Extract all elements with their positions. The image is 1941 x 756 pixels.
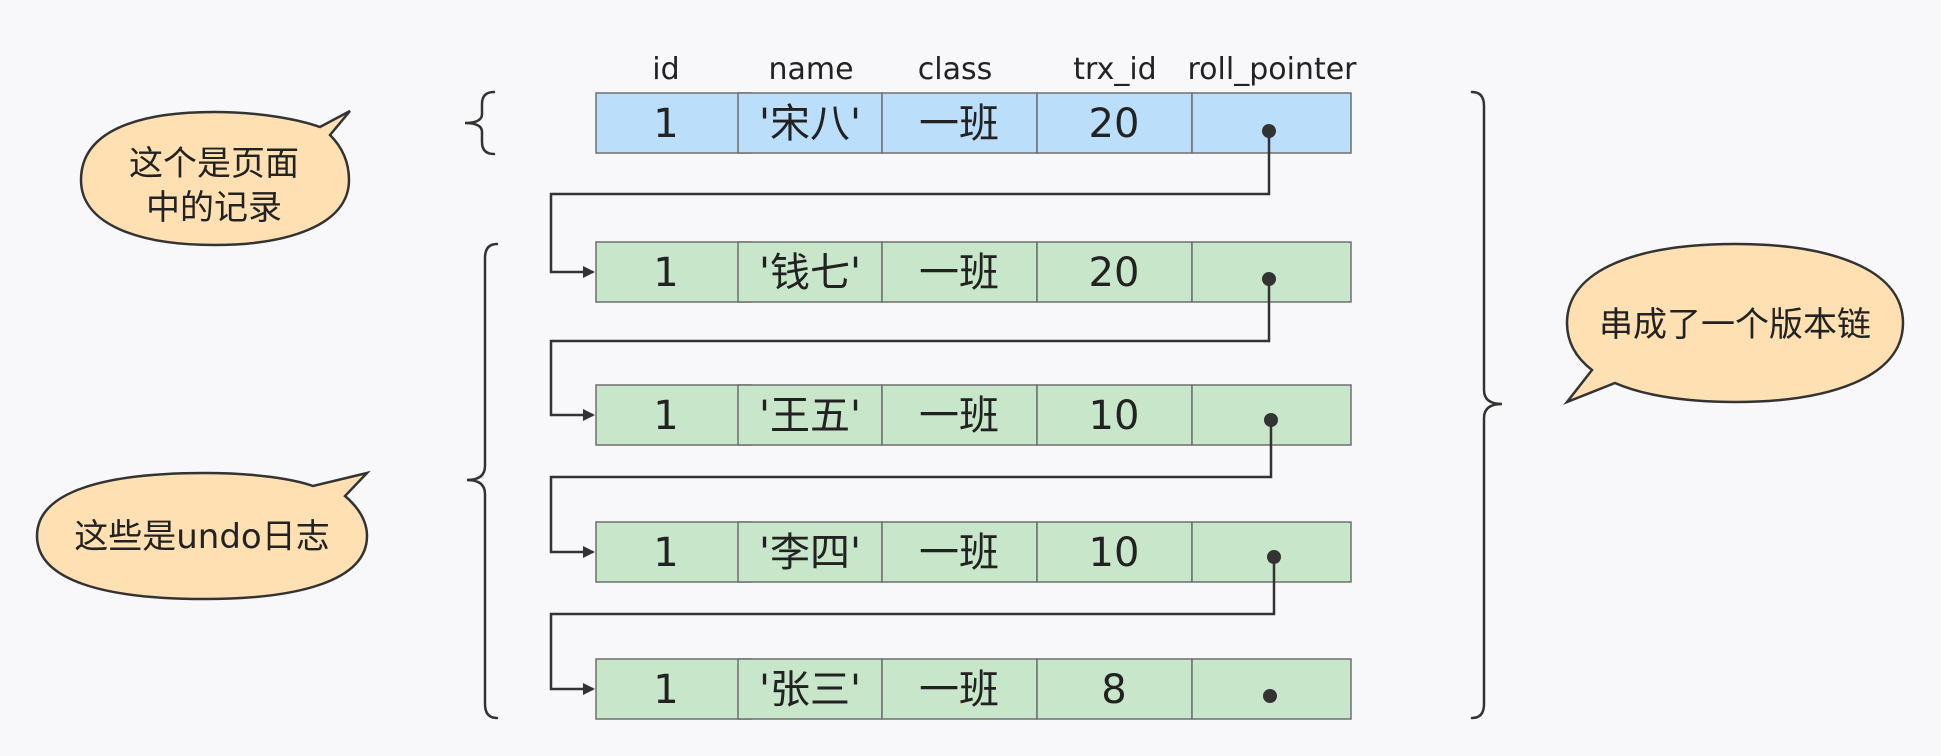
version-chain-brace <box>1470 90 1503 720</box>
braces <box>464 90 1503 720</box>
row-4-cell-name <box>737 658 883 720</box>
row-4-trx-id: 8 <box>1101 667 1126 713</box>
callout-version-chain-text: 串成了一个版本链 <box>1599 305 1871 345</box>
row-0-cell-class <box>881 92 1038 154</box>
callout-page-record-line-2: 中的记录 <box>146 188 282 228</box>
row-4-cell-trx-id <box>1036 658 1193 720</box>
row-1-cell-name <box>737 241 883 303</box>
row-1-trx-id: 20 <box>1089 250 1140 296</box>
row-3-cell-trx-id <box>1036 521 1193 583</box>
row-0-cell-id <box>595 92 752 154</box>
row-2-id: 1 <box>653 393 678 439</box>
row-0-cell-roll-pointer <box>1191 92 1352 154</box>
roll-pointer-connectors <box>549 131 1276 695</box>
pointer-arrow-3-to-4 <box>549 557 1276 695</box>
undo-log-brace <box>466 242 499 720</box>
page-record-brace <box>464 90 496 156</box>
callout-version-chain: 串成了一个版本链 <box>1563 242 1905 405</box>
row-0-trx-id: 20 <box>1089 101 1140 147</box>
row-3-name: '李四' <box>759 530 861 576</box>
row-4-pointer-dot <box>1263 689 1277 703</box>
column-headers: id name class trx_id roll_pointer <box>652 52 1357 87</box>
row-1-class: 一班 <box>919 250 999 296</box>
row-2-cell-trx-id <box>1036 384 1193 446</box>
header-trx-id: trx_id <box>1073 52 1156 87</box>
row-2-name: '王五' <box>759 393 861 439</box>
row-2-class: 一班 <box>919 393 999 439</box>
row-3-id: 1 <box>653 530 678 576</box>
speech-bubble-undo-log <box>35 470 371 601</box>
row-4-cell-class <box>881 658 1038 720</box>
header-class: class <box>918 52 992 87</box>
pointer-arrow-1-to-2 <box>549 279 1271 421</box>
row-0-class: 一班 <box>919 101 999 147</box>
row-4-name: '张三' <box>759 667 861 713</box>
row-1-cell-id <box>595 241 752 303</box>
callout-page-record: 这个是页面 中的记录 <box>79 109 351 247</box>
speech-bubble-version-chain <box>1563 242 1905 405</box>
row-4-cell-id <box>595 658 752 720</box>
header-id: id <box>652 52 679 87</box>
row-2-trx-id: 10 <box>1089 393 1140 439</box>
record-row-page: 1 '宋八' 一班 20 <box>595 92 1352 154</box>
speech-bubble-page-record <box>79 109 351 247</box>
callout-undo-log: 这些是undo日志 <box>35 470 371 601</box>
row-3-cell-name <box>737 521 883 583</box>
row-1-cell-class <box>881 241 1038 303</box>
row-1-cell-trx-id <box>1036 241 1193 303</box>
row-4-class: 一班 <box>919 667 999 713</box>
row-0-id: 1 <box>653 101 678 147</box>
row-4-cell-roll-pointer <box>1191 658 1352 720</box>
row-1-cell-roll-pointer <box>1191 241 1352 303</box>
row-3-trx-id: 10 <box>1089 530 1140 576</box>
record-row-undo-1: 1 '钱七' 一班 20 <box>595 241 1352 303</box>
row-1-id: 1 <box>653 250 678 296</box>
row-1-name: '钱七' <box>759 250 861 296</box>
row-0-name: '宋八' <box>759 101 861 147</box>
row-4-id: 1 <box>653 667 678 713</box>
record-row-undo-4: 1 '张三' 一班 8 <box>595 658 1352 720</box>
pointer-arrow-0-to-1 <box>549 131 1271 278</box>
record-row-undo-2: 1 '王五' 一班 10 <box>595 384 1352 446</box>
row-3-class: 一班 <box>919 530 999 576</box>
pointer-arrow-2-to-3 <box>549 420 1273 558</box>
header-name: name <box>768 52 853 87</box>
callout-page-record-line-1: 这个是页面 <box>129 144 299 184</box>
row-3-cell-class <box>881 521 1038 583</box>
row-2-cell-id <box>595 384 752 446</box>
record-row-undo-3: 1 '李四' 一班 10 <box>595 521 1352 583</box>
row-2-cell-class <box>881 384 1038 446</box>
callout-undo-log-text: 这些是undo日志 <box>74 517 329 557</box>
row-0-cell-name <box>737 92 883 154</box>
header-roll-pointer: roll_pointer <box>1188 52 1358 87</box>
